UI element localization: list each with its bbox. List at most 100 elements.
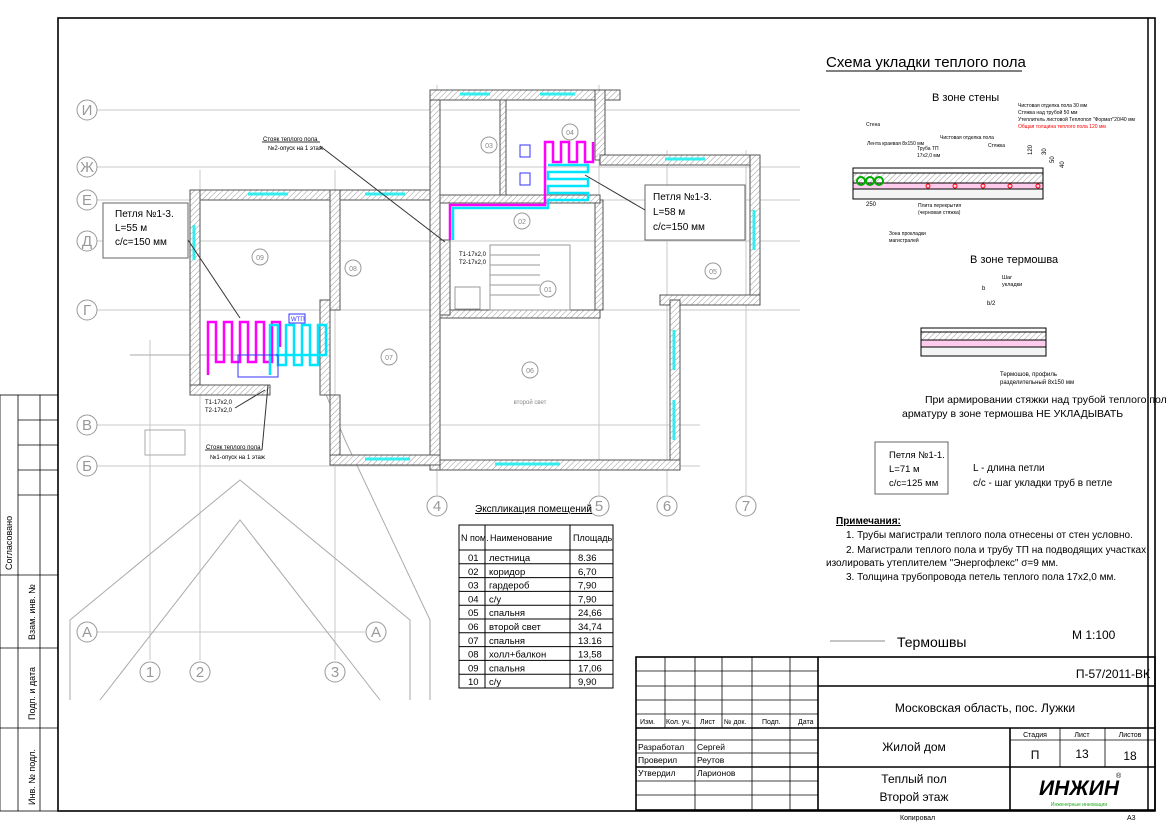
axis-row-label: А: [371, 624, 381, 641]
table-cell: 04: [468, 594, 479, 605]
layer-label: Чистовая отделка пола 30 мм: [1018, 103, 1088, 109]
label: магистралей: [889, 237, 919, 244]
axis-row-label: Ж: [80, 159, 94, 176]
windows: [192, 92, 756, 466]
loop-length: L=71 м: [889, 464, 920, 475]
sheet-number: 13: [1075, 747, 1089, 761]
table-cell: 01: [468, 553, 479, 564]
axis-col-label: 1: [146, 664, 154, 681]
notes-title: Примечания:: [836, 516, 901, 527]
loop-name: Петля №1-3.: [653, 192, 712, 203]
table-cell: холл+балкон: [489, 650, 546, 661]
pipe-label: Т2-17х2,0: [459, 260, 487, 266]
col-header: Изм.: [640, 719, 655, 726]
loop-length: L=58 м: [653, 207, 685, 218]
wall-zone-title: В зоне стены: [932, 92, 999, 104]
table-cell: второй свет: [489, 622, 542, 633]
sheet-title: Теплый пол: [881, 772, 946, 786]
label: Термошов, профиль: [1000, 372, 1057, 378]
note: При армировании стяжки над трубой теплог…: [925, 394, 1166, 406]
axis-col-label: 2: [196, 664, 204, 681]
dim: 120: [1028, 144, 1034, 155]
axis-row-label: И: [82, 102, 93, 119]
loop-step: с/с=150 мм: [115, 237, 167, 248]
stage: П: [1031, 748, 1040, 762]
loop-name: Петля №1-1.: [889, 450, 945, 461]
label: 17х2,0 мм: [917, 153, 941, 159]
axis-col-label: 3: [331, 664, 339, 681]
table-cell: лестница: [489, 553, 531, 564]
stamp-inv: Инв. № подл.: [27, 749, 37, 805]
logo-text: ИНЖИН: [1039, 777, 1120, 800]
axis-row-label: Б: [82, 458, 92, 475]
scheme: Схема укладки теплого пола В зоне стены …: [826, 54, 1166, 650]
table-cell: 03: [468, 581, 479, 592]
sheets-label: Листов: [1119, 732, 1142, 739]
logo-subtitle: Инженерные инновации: [1051, 802, 1107, 808]
stamp-sign: Подп. и дата: [27, 667, 37, 720]
scale: М 1:100: [1072, 628, 1116, 642]
label: разделительный 8х150 мм: [1000, 379, 1074, 386]
heating-loop-right: [448, 140, 595, 240]
location: Московская область, пос. Лужки: [895, 701, 1075, 715]
role: Утвердил: [638, 768, 676, 778]
note: 2. Магистрали теплого пола и трубу ТП на…: [846, 544, 1146, 556]
person: Ларионов: [697, 768, 736, 778]
room-number: 05: [709, 269, 717, 276]
dim: 40: [1060, 161, 1066, 168]
riser-label: №1-опуск на 1 этаж: [210, 454, 265, 461]
room-markers: 01 02 03 04 05 06 07 08 09 второй свет: [251, 123, 722, 406]
format-label: А3: [1127, 815, 1136, 822]
table-cell: 8.36: [578, 553, 597, 564]
role: Проверил: [638, 755, 677, 765]
table-cell: 07: [468, 636, 479, 647]
table-cell: 34,74: [578, 622, 602, 633]
second-light-label: второй свет: [514, 399, 547, 406]
loop-callout-right: Петля №1-3. L=58 м с/с=150 мм: [584, 174, 746, 241]
note: 3. Толщина трубопровода петель теплого п…: [846, 571, 1116, 583]
heating-loop-left: WTП: [206, 313, 328, 378]
table-header: N пом.: [461, 533, 489, 543]
table-cell: 02: [468, 567, 479, 578]
label: (черновая стяжка): [918, 210, 961, 216]
loop-step: с/с=125 мм: [889, 478, 938, 489]
table-cell: 6,70: [578, 567, 597, 578]
stamp-agreed: Согласовано: [4, 516, 14, 570]
staircase: [454, 244, 571, 311]
label: Шаг: [1002, 275, 1012, 281]
loop-step: с/с=150 мм: [653, 222, 705, 233]
table-cell: 09: [468, 663, 479, 674]
label: Плита перекрытия: [918, 203, 961, 209]
scheme-title: Схема укладки теплого пола: [826, 54, 1026, 71]
table-header: Наименование: [490, 533, 552, 543]
room-number: 07: [385, 355, 393, 362]
room-number: 06: [526, 368, 534, 375]
axis-col-label: 7: [742, 498, 750, 515]
col-header: Подп.: [762, 719, 781, 726]
label: Стяжка: [988, 143, 1005, 149]
stamp-replace: Взам. инв. №: [27, 584, 37, 640]
dim: 30: [1042, 148, 1048, 155]
label: Лента краевая 8х150 мм: [867, 141, 925, 147]
col-header: Лист: [700, 719, 716, 726]
sheet-title: Второй этаж: [880, 790, 949, 804]
legend: L - длина петли: [973, 463, 1045, 474]
label: b: [982, 286, 986, 292]
table-cell: 13.16: [578, 636, 602, 647]
note: 1. Трубы магистрали теплого пола отнесен…: [846, 529, 1133, 541]
wtp-label: WTП: [291, 317, 305, 323]
table-cell: 06: [468, 622, 479, 633]
axis-col-label: 5: [595, 498, 603, 515]
title-block: Изм. Кол. уч. Лист № док. Подп. Дата Раз…: [635, 656, 1156, 822]
riser-2-callout: Стояк теплого пола №2-опуск на 1 этаж Т1…: [262, 137, 487, 266]
col-header: Дата: [798, 719, 814, 726]
room-number: 04: [566, 130, 574, 137]
table-cell: 24,66: [578, 608, 602, 619]
table-cell: 7,90: [578, 581, 597, 592]
pipe-label: Т1-17х2,0: [205, 400, 233, 406]
table-cell: с/у: [489, 594, 501, 605]
note: изолировать утеплителем "Энергофлекс" σ=…: [826, 557, 1058, 569]
table-header: Площадь: [573, 533, 612, 543]
loop-callout-left: Петля №1-3. L=55 м с/с=150 мм: [102, 202, 241, 319]
